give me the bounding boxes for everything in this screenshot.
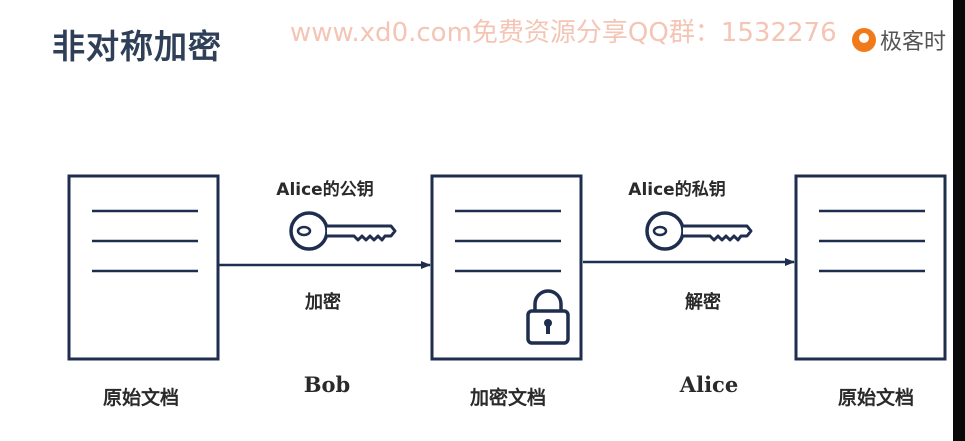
page-title: 非对称加密 [52,27,222,66]
encrypt-label: 加密 [304,291,341,313]
edge-band [953,0,965,441]
key-icon [645,211,753,251]
document-label: 原始文档 [838,386,914,409]
lock-icon [526,289,570,345]
brand-name: 极客时 [880,30,947,55]
actor-alice: Alice [679,372,738,397]
document-label: 原始文档 [103,386,179,409]
watermark-text: www.xd0.com免费资源分享QQ群：1532276 [290,18,837,48]
brand-logo: 极客时 [852,24,946,56]
key-icon [289,211,397,251]
document-label: 加密文档 [469,386,546,409]
private-key-label: Alice的私钥 [628,179,725,200]
decrypt-label: 解密 [685,291,721,313]
public-key-label: Alice的公钥 [276,179,373,200]
brand-mark-icon [852,28,876,52]
document-original-left [67,174,220,361]
document-original-right [794,174,947,361]
document-box [67,174,220,361]
document-box [794,174,947,361]
actor-bob: Bob [304,372,350,397]
document-encrypted [430,174,583,361]
